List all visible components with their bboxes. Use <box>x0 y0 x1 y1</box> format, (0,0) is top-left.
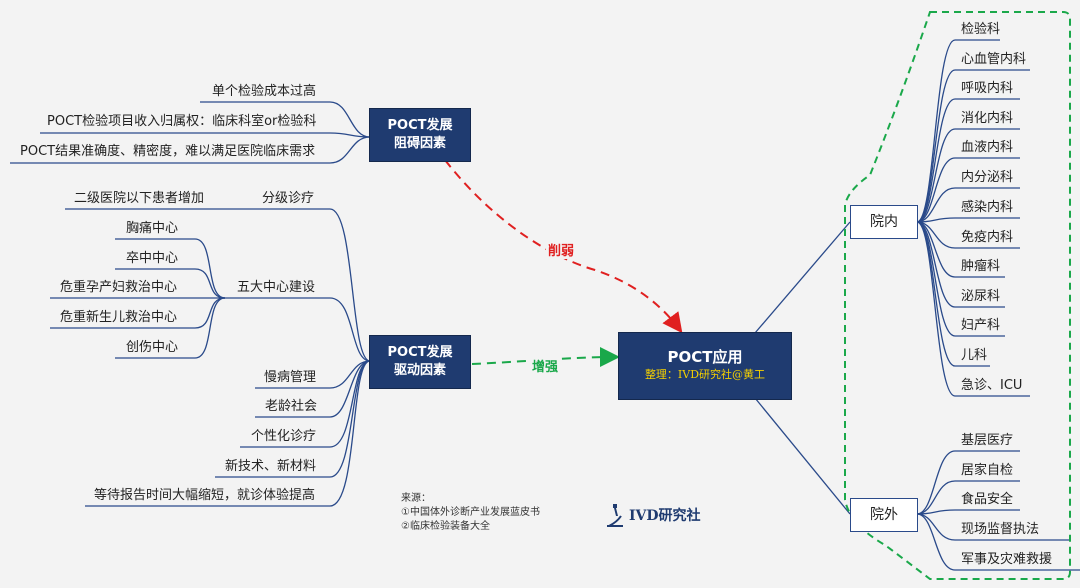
inside-item: 免疫内科 <box>961 230 1014 245</box>
branch-line <box>115 268 226 299</box>
inside-item: 内分泌科 <box>961 170 1014 185</box>
branch-line <box>916 187 1020 223</box>
inside-item: 消化内科 <box>961 111 1014 126</box>
branch-line <box>40 132 371 138</box>
outside-item: 居家自检 <box>961 463 1014 478</box>
driver-tier: 等待报告时间大幅缩短，就诊体验提高 <box>94 488 316 503</box>
inside-item: 血液内科 <box>961 140 1014 155</box>
branch-line <box>916 69 1030 223</box>
inside-item: 妇产科 <box>961 318 1001 333</box>
branch-line <box>916 157 1020 223</box>
center-node: POCT应用 整理：IVD研究社@黄工 <box>618 332 792 400</box>
weaken-arrow <box>444 159 683 334</box>
enhance-arrow <box>471 347 620 368</box>
barrier-item: POCT结果准确度、精密度，难以满足医院临床需求 <box>20 144 316 159</box>
logo: IVD研究社 <box>605 502 701 528</box>
center-title: POCT应用 <box>667 348 743 366</box>
outside-item: 食品安全 <box>961 492 1014 507</box>
driver-tier: 慢病管理 <box>264 370 317 385</box>
source-line: ①中国体外诊断产业发展蓝皮书 <box>401 507 540 518</box>
inside-item: 检验科 <box>961 22 1001 37</box>
outside-item: 基层医疗 <box>961 433 1014 448</box>
dashed-frame <box>844 11 1071 580</box>
branch-line <box>85 360 371 507</box>
inside-item: 呼吸内科 <box>961 81 1014 96</box>
center-item: 胸痛中心 <box>126 221 179 236</box>
driver-node: POCT发展 驱动因素 <box>369 335 471 389</box>
barrier-node-title: POCT发展 阻碍因素 <box>387 118 453 151</box>
barrier-item: POCT检验项目收入归属权：临床科室or检验科 <box>47 114 317 129</box>
center-item: 创伤中心 <box>126 340 179 355</box>
branch-line <box>754 221 851 334</box>
branch-line <box>916 480 1020 515</box>
outside-item: 军事及灾难救援 <box>961 552 1053 567</box>
branch-line <box>916 509 1020 515</box>
branch-line <box>916 98 1020 223</box>
branch-line <box>250 208 371 362</box>
branch-line <box>754 397 851 515</box>
outside-item: 现场监督执法 <box>961 522 1040 537</box>
driver-tier: 分级诊疗 <box>262 191 315 206</box>
branch-line <box>916 128 1020 223</box>
microscope-icon <box>607 504 623 527</box>
inside-item: 泌尿科 <box>961 289 1001 304</box>
driver-node-title: POCT发展 驱动因素 <box>387 345 453 378</box>
branch-line <box>916 221 1030 397</box>
logo-text: IVD研究社 <box>629 508 701 524</box>
barrier-node: POCT发展 阻碍因素 <box>369 108 471 162</box>
center-item: 危重新生儿救治中心 <box>60 310 178 325</box>
branch-line <box>255 360 371 389</box>
inside-node: 院内 <box>850 205 918 239</box>
inside-item: 感染内科 <box>961 200 1014 215</box>
branch-line <box>916 450 1020 515</box>
inside-item: 心血管内科 <box>961 52 1027 67</box>
branch-line <box>50 297 226 329</box>
branch-line <box>10 136 371 164</box>
barrier-item: 单个检验成本过高 <box>212 84 317 99</box>
driver-tier: 个性化诊疗 <box>251 429 317 444</box>
driver-tier: 五大中心建设 <box>237 280 316 295</box>
branch-line <box>916 217 1020 223</box>
inside-item: 急诊、ICU <box>961 378 1023 393</box>
enhance-label: 增强 <box>530 356 561 375</box>
branch-line <box>916 513 1080 571</box>
branch-line <box>220 297 371 362</box>
branch-line <box>255 360 371 418</box>
inside-item: 儿科 <box>961 348 988 363</box>
driver-tier-sub: 二级医院以下患者增加 <box>74 191 205 206</box>
source-heading: 来源： <box>401 493 431 504</box>
center-item: 危重孕产妇救治中心 <box>60 280 178 295</box>
center-item: 卒中中心 <box>126 251 179 266</box>
driver-tier: 新技术、新材料 <box>225 459 317 474</box>
inside-item: 肿瘤科 <box>961 259 1001 274</box>
driver-tier: 老龄社会 <box>265 399 318 414</box>
weaken-label: 削弱 <box>546 240 577 259</box>
source-line: ②临床检验装备大全 <box>401 521 490 532</box>
center-subtitle: 整理：IVD研究社@黄工 <box>644 368 766 381</box>
outside-node: 院外 <box>850 498 918 532</box>
source-note: 来源： ①中国体外诊断产业发展蓝皮书 ②临床检验装备大全 <box>401 492 540 534</box>
branch-line <box>115 297 226 359</box>
branch-line <box>115 238 226 299</box>
branch-line <box>200 101 371 138</box>
